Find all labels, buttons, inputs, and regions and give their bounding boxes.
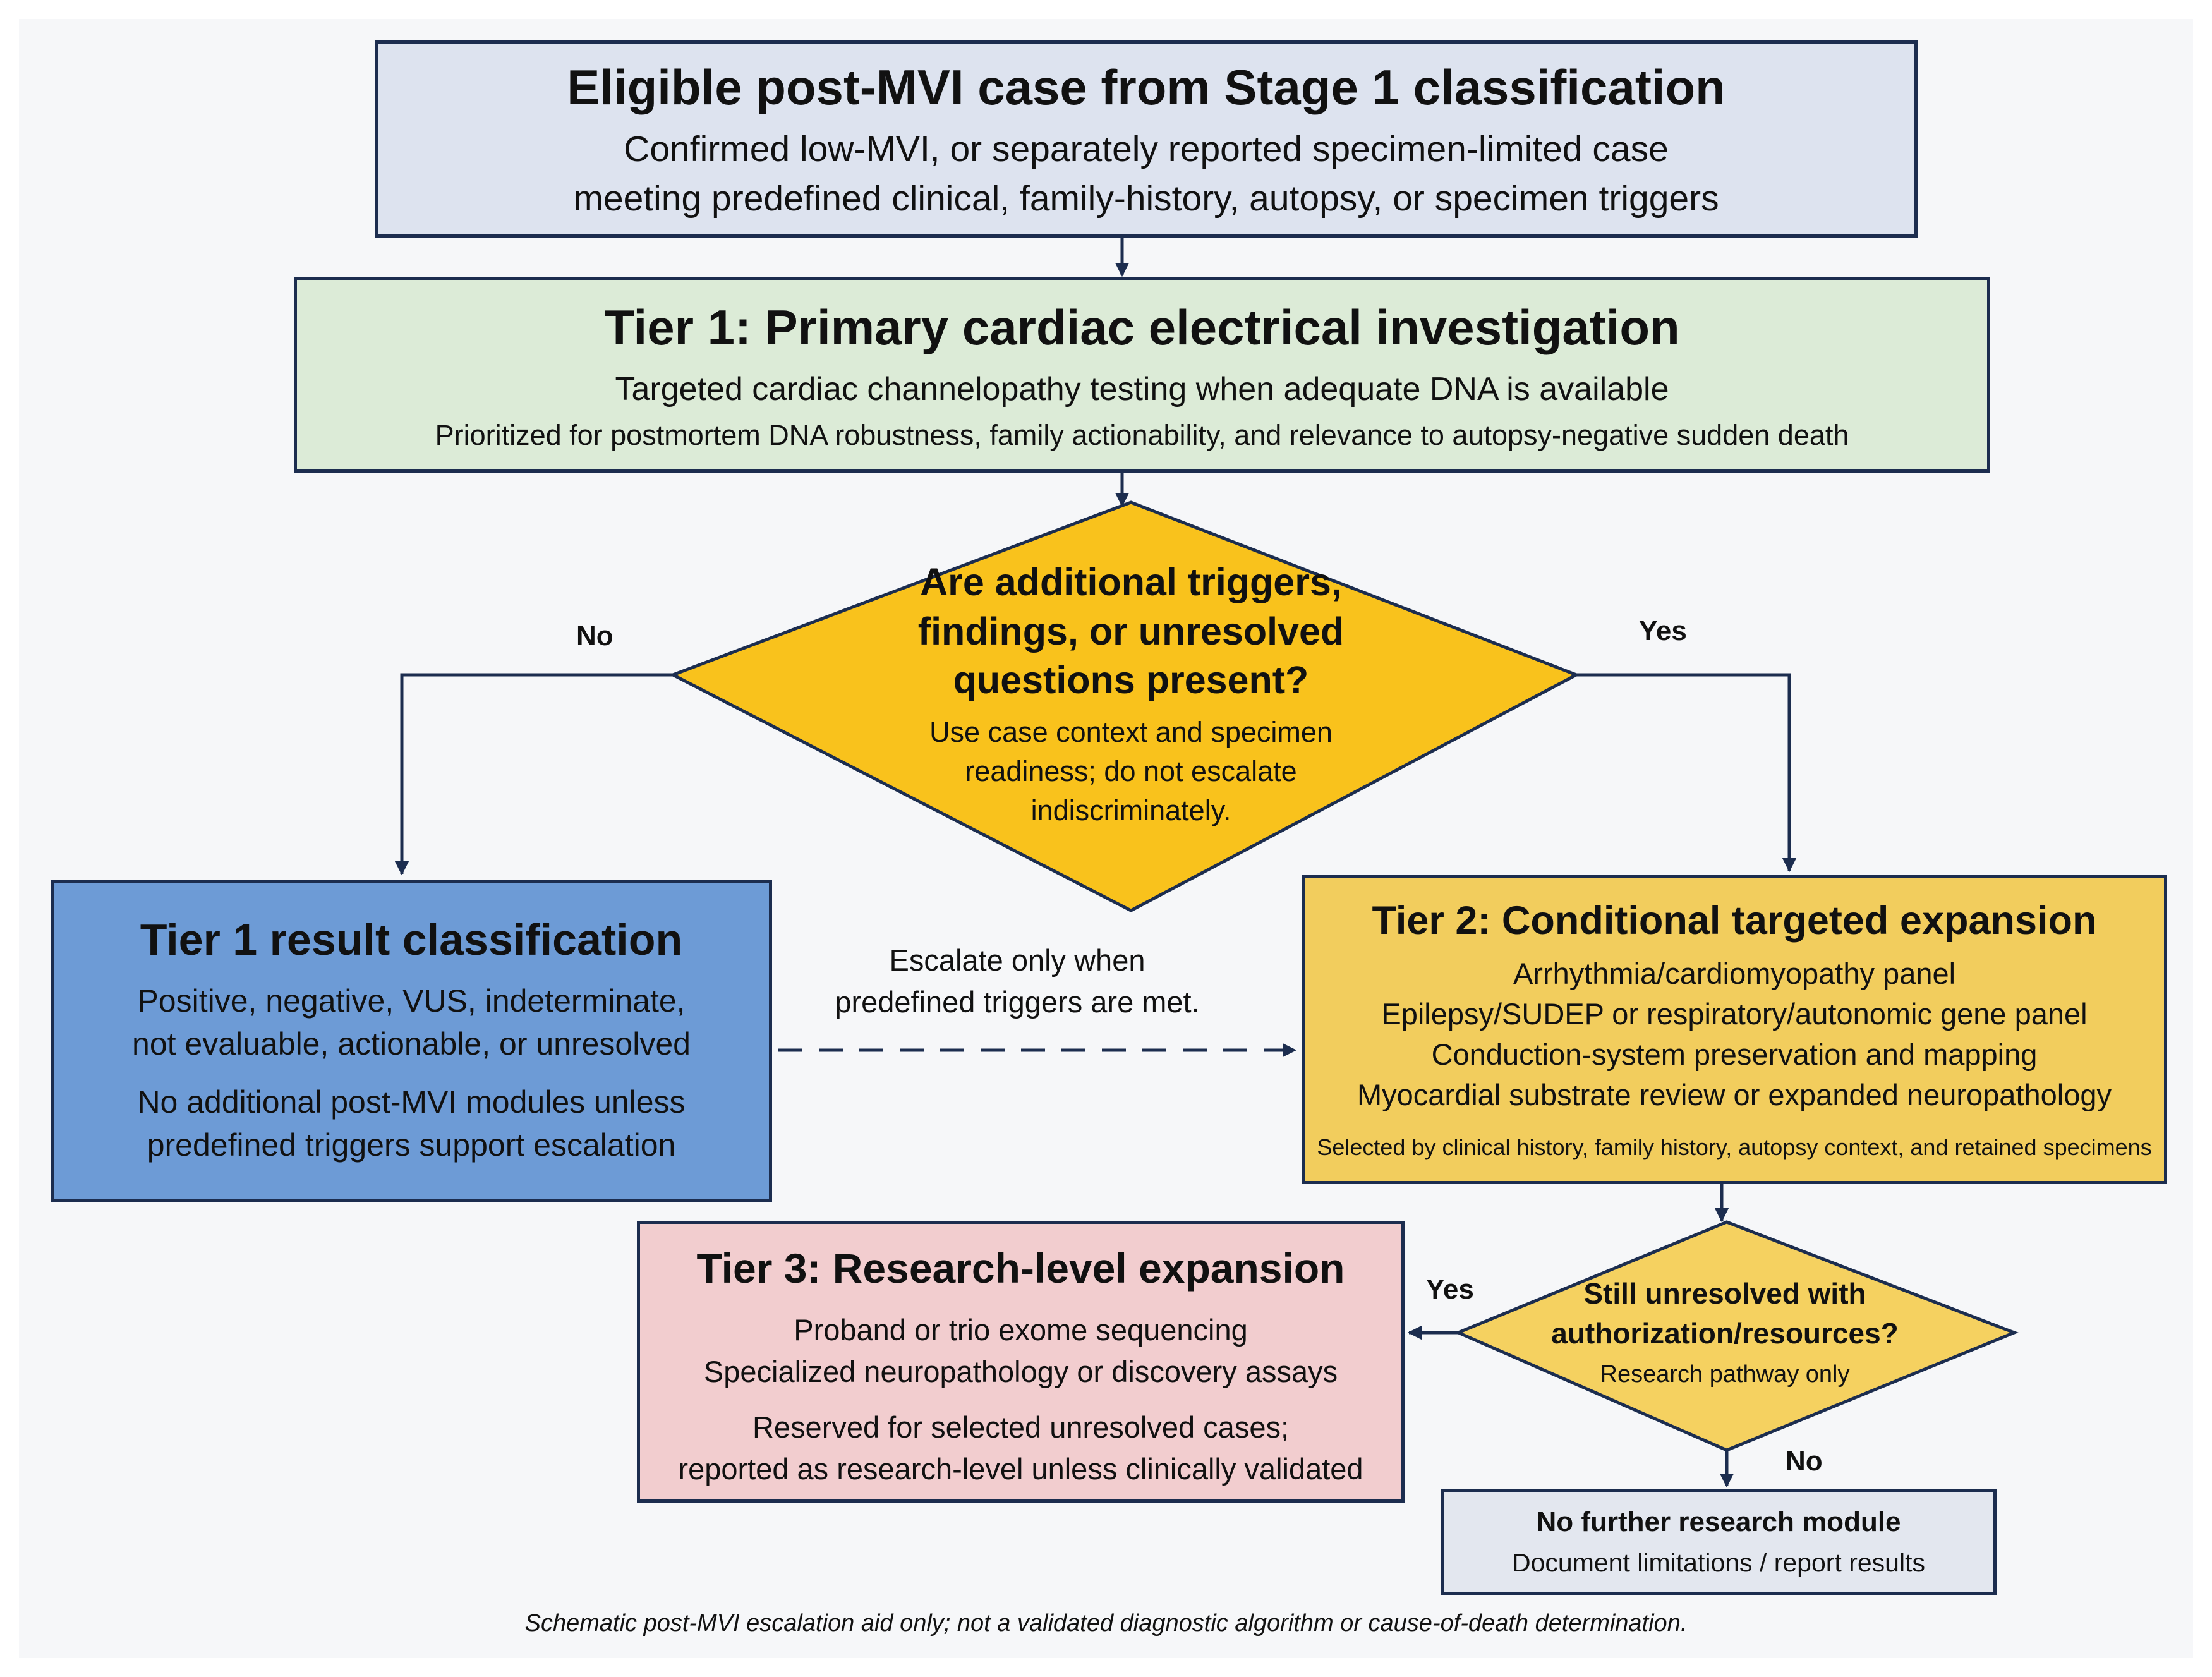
tier3-line-1: Proband or trio exome sequencing [794,1313,1248,1347]
result-line-4: predefined triggers support escalation [147,1127,676,1163]
tier2-item-1: Arrhythmia/cardiomyopathy panel [1513,957,1956,990]
decision-question-line-1: Are additional triggers, [920,560,1342,603]
decision-note-line-3: indiscriminately. [1030,794,1231,826]
start-box: Eligible post-MVI case from Stage 1 clas… [375,40,1918,238]
end-box: No further research module Document limi… [1441,1489,1997,1595]
escalate-label-line-2: predefined triggers are met. [835,985,1200,1019]
end-title: No further research module [1536,1506,1901,1537]
tier2-item-2: Epilepsy/SUDEP or respiratory/autonomic … [1381,997,2088,1031]
start-title: Eligible post-MVI case from Stage 1 clas… [567,59,1725,115]
tier1-title: Tier 1: Primary cardiac electrical inves… [604,300,1680,355]
tier3-line-3: Reserved for selected unresolved cases; [752,1410,1290,1444]
arrow-no-to-result [394,673,673,876]
arrow-yes-to-tier2 [1576,673,1797,873]
escalate-label-line-1: Escalate only when [889,943,1145,977]
decision-note-line-2: readiness; do not escalate [965,755,1297,787]
decision2-note: Research pathway only [1600,1361,1850,1388]
decision-question-line-3: questions present? [953,658,1309,701]
tier2-item-3: Conduction-system preservation and mappi… [1431,1038,2038,1071]
decision2-yes-label: Yes [1426,1274,1474,1305]
footnote: Schematic post-MVI escalation aid only; … [524,1610,1688,1637]
decision-yes-label: Yes [1639,615,1687,646]
result-box: Tier 1 result classification Positive, n… [51,880,772,1202]
decision2-question-line-2: authorization/resources? [1551,1317,1899,1350]
decision-no-label: No [576,621,613,651]
tier2-box: Tier 2: Conditional targeted expansion A… [1302,875,2167,1184]
tier3-title: Tier 3: Research-level expansion [696,1245,1345,1292]
result-line-3: No additional post-MVI modules unless [137,1084,686,1120]
end-line-1: Document limitations / report results [1512,1548,1925,1577]
tier2-title: Tier 2: Conditional targeted expansion [1372,899,2097,943]
start-line-2: meeting predefined clinical, family-hist… [573,178,1719,219]
result-title: Tier 1 result classification [140,915,683,964]
tier1-box: Tier 1: Primary cardiac electrical inves… [294,277,1990,473]
start-line-1: Confirmed low-MVI, or separately reporte… [624,129,1669,169]
decision-note-line-1: Use case context and specimen [929,716,1333,748]
tier3-line-2: Specialized neuropathology or discovery … [703,1355,1338,1388]
tier2-footer: Selected by clinical history, family his… [1317,1134,2152,1160]
decision2-question-line-1: Still unresolved with [1583,1277,1866,1310]
decision-diamond [668,500,1581,912]
result-line-2: not evaluable, actionable, or unresolved [132,1026,691,1062]
tier2-item-4: Myocardial substrate review or expanded … [1357,1078,2112,1111]
tier3-box: Tier 3: Research-level expansion Proband… [637,1221,1405,1503]
tier3-line-4: reported as research-level unless clinic… [678,1452,1363,1486]
result-line-1: Positive, negative, VUS, indeterminate, [137,983,686,1019]
tier1-line-1: Targeted cardiac channelopathy testing w… [615,371,1669,408]
decision-question-line-2: findings, or unresolved [917,610,1345,653]
decision2-no-label: No [1786,1446,1823,1477]
tier1-line-2: Prioritized for postmortem DNA robustnes… [435,419,1849,451]
